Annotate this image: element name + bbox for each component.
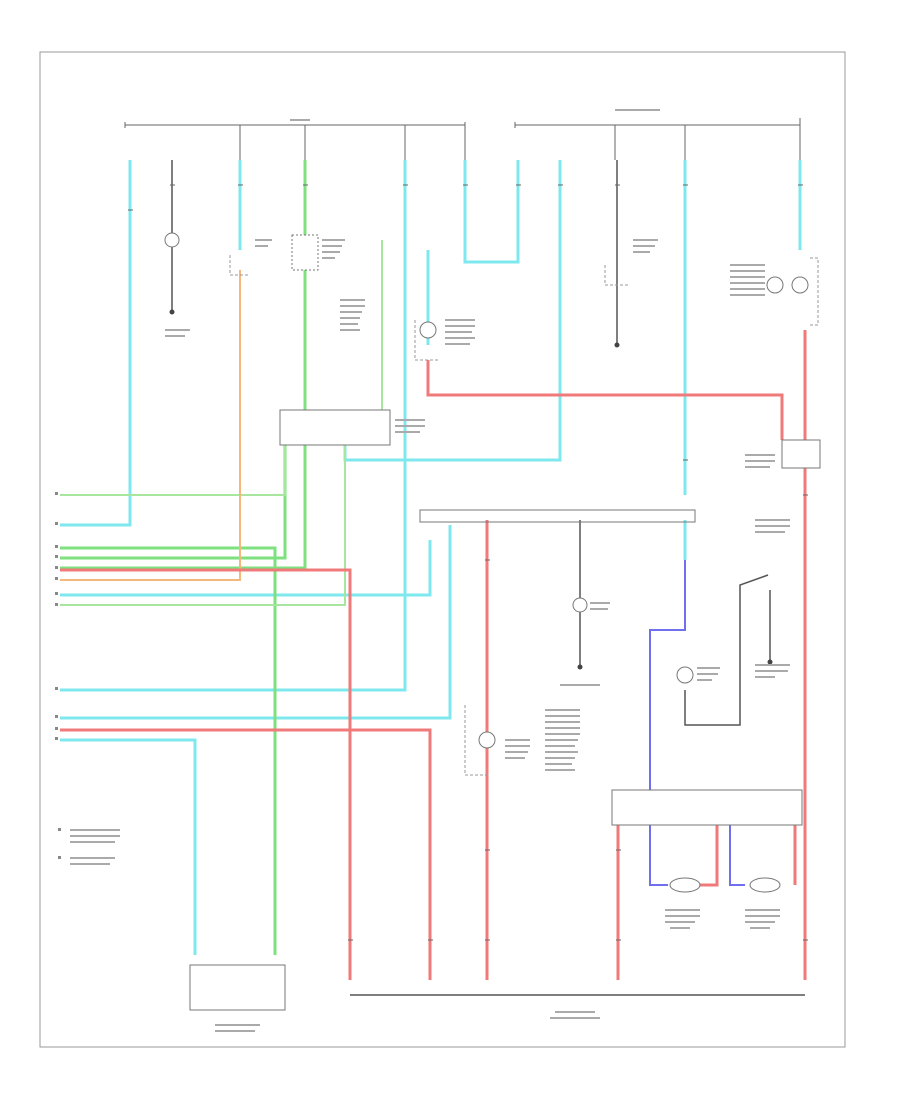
center-bulb-icon	[572, 597, 588, 613]
bottom-left-lamp-icon	[669, 877, 701, 893]
left-connector-markers	[55, 492, 61, 859]
orange-wire	[60, 270, 241, 581]
control-module-box	[279, 409, 391, 446]
red-wires	[60, 330, 807, 980]
component-boxes	[189, 234, 821, 1011]
right-junction-box	[781, 439, 821, 469]
upper-switch-box	[291, 234, 319, 271]
right-bulb-icon	[676, 666, 694, 684]
dark-wires	[171, 160, 805, 996]
center-bus-box	[419, 509, 696, 523]
upper-right-bulb-icon-a	[766, 276, 784, 294]
top-bus-left	[124, 122, 466, 160]
ground-symbols	[169, 309, 773, 670]
diagram-frame	[39, 51, 846, 1048]
label-blocks	[70, 109, 790, 1032]
bottom-right-lamp-icon	[749, 877, 781, 893]
top-bus-right	[514, 118, 801, 160]
cyan-wires	[60, 160, 802, 955]
light-green-wires	[60, 240, 383, 606]
wire-label-ticks	[128, 184, 808, 941]
mid-bulb-icon	[419, 321, 437, 339]
dashed-outlines	[229, 255, 819, 776]
blue-wires	[649, 560, 745, 886]
left-bulb-icon	[164, 232, 180, 248]
bottom-right-bus-box	[611, 789, 803, 826]
lower-left-module-box	[189, 964, 286, 1011]
lower-mid-bulb-icon	[478, 731, 496, 749]
upper-right-bulb-icon-b	[791, 276, 809, 294]
bulbs	[164, 232, 809, 893]
